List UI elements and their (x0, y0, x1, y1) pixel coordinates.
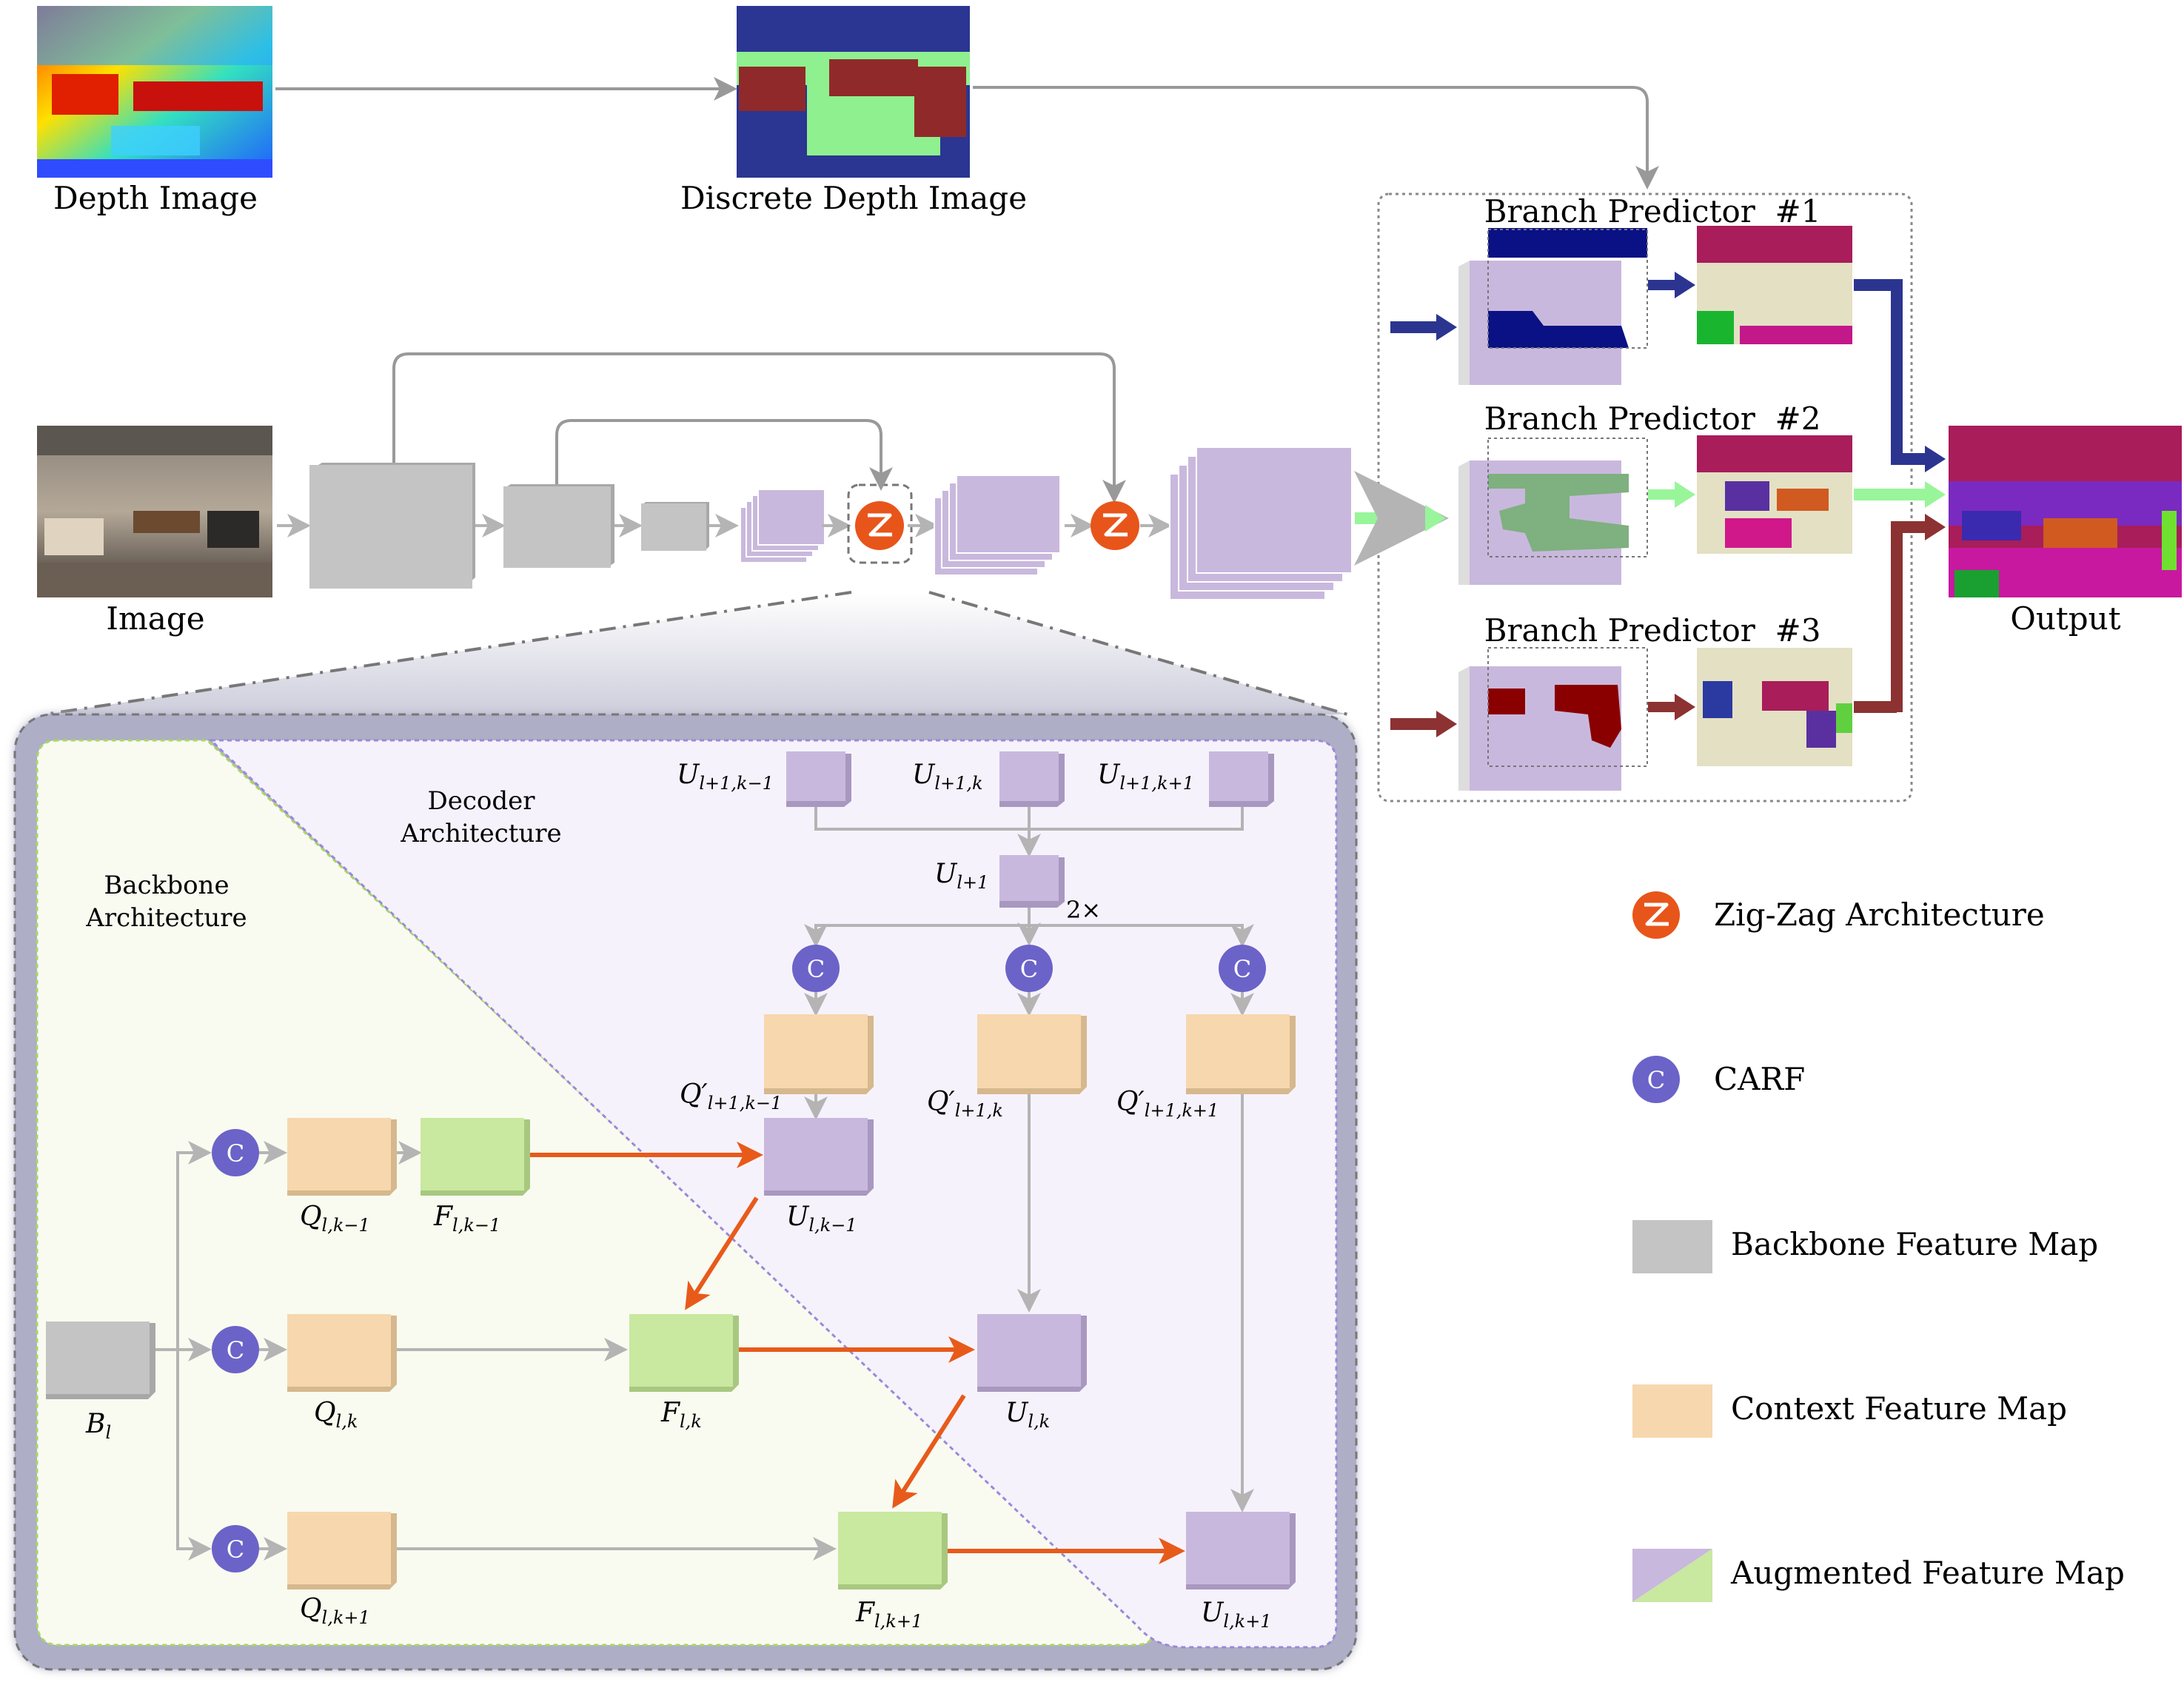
label-u-k: Ul,k (1005, 1398, 1050, 1432)
backbone-block-3 (641, 502, 709, 551)
label-b-l: Bl (85, 1409, 111, 1443)
svg-text:Decoder: Decoder (427, 786, 535, 816)
depth-image (37, 6, 272, 178)
q-k-block (287, 1314, 397, 1392)
label-u-lp1: Ul+1 (934, 859, 988, 893)
q-kp1-block (287, 1512, 397, 1589)
label-q-kp1: Ql,k+1 (300, 1594, 370, 1628)
svg-text:Architecture: Architecture (400, 819, 561, 848)
label-u-km1: Ul,k−1 (786, 1202, 857, 1236)
u-k-block (977, 1314, 1087, 1392)
branch-2 (1458, 435, 1946, 585)
svg-text:C: C (227, 1139, 244, 1168)
main-pipeline (277, 352, 1353, 600)
output-image (1949, 426, 2182, 597)
zigzag-icon (1091, 501, 1139, 550)
label-u-top-km1: Ul+1,k−1 (677, 760, 774, 794)
branch-2-label: Branch Predictor #2 (1484, 401, 1821, 437)
legend: Zig-Zag Architecture C CARF Backbone Fea… (1632, 891, 2125, 1602)
label-qp-k: Q′l+1,k (927, 1087, 1003, 1121)
u-lp1-block (999, 855, 1065, 908)
svg-text:Architecture: Architecture (85, 903, 247, 933)
u-top-k-block (999, 751, 1065, 807)
branch-3-label: Branch Predictor #3 (1484, 612, 1821, 649)
f-k-block (629, 1314, 739, 1392)
carf-icon: C (792, 945, 840, 992)
label-u-kp1: Ul,k+1 (1201, 1598, 1272, 1632)
backbone-region (36, 739, 1153, 1647)
image-label: Image (106, 600, 204, 637)
branch-1-label: Branch Predictor #1 (1484, 193, 1821, 230)
svg-text:C: C (1233, 955, 1251, 983)
label-u-top-k: Ul+1,k (912, 760, 983, 794)
qp-kp1-block (1186, 1014, 1296, 1094)
svg-text:Backbone: Backbone (104, 871, 229, 900)
svg-text:C: C (1647, 1066, 1665, 1094)
f-kp1-block (838, 1512, 948, 1589)
augmented-stack-3 (1169, 446, 1353, 600)
svg-text:C: C (807, 955, 825, 983)
augmented-stack-1 (740, 489, 825, 563)
backbone-block-1 (309, 463, 475, 589)
q-km1-block (287, 1118, 397, 1196)
qp-k-block (977, 1014, 1087, 1094)
zigzag-icon (855, 501, 904, 550)
u-top-km1-block (786, 751, 851, 807)
zigzag-flow (530, 1142, 1185, 1564)
label-qp-kp1: Q′l+1,k+1 (1116, 1087, 1219, 1121)
backbone-title: Backbone Architecture (85, 871, 247, 933)
legend-zigzag-icon (1632, 891, 1680, 939)
legend-zigzag-label: Zig-Zag Architecture (1714, 897, 2045, 933)
legend-backbone-label: Backbone Feature Map (1731, 1226, 2098, 1262)
detail-panel (13, 713, 1358, 1671)
label-f-kp1: Fl,k+1 (855, 1598, 922, 1632)
carf-icon: C (1005, 945, 1053, 992)
input-image (37, 426, 272, 597)
label-q-km1: Ql,k−1 (300, 1202, 370, 1236)
branch-1 (1458, 226, 1946, 472)
u-top-kp1-block (1209, 751, 1274, 807)
depth-image-label: Depth Image (53, 180, 258, 216)
legend-carf-label: CARF (1714, 1061, 1805, 1097)
u-kp1-block (1186, 1512, 1296, 1589)
label-f-k: Fl,k (660, 1398, 702, 1432)
carf-icon: C (212, 1326, 259, 1373)
legend-carf-icon: C (1632, 1056, 1680, 1103)
legend-purple-green-swatch (1632, 1549, 1712, 1602)
math-labels: Ul+1,k−1 Ul+1,k Ul+1,k+1 Ul+1 Q′l+1,k−1 … (85, 760, 1272, 1632)
label-q-k: Ql,k (314, 1398, 358, 1432)
label-f-km1: Fl,k−1 (433, 1202, 500, 1236)
legend-context-label: Context Feature Map (1731, 1390, 2067, 1427)
svg-text:C: C (227, 1535, 244, 1564)
svg-text:C: C (227, 1336, 244, 1364)
legend-augmented-label: Augmented Feature Map (1730, 1555, 2125, 1591)
carf-icon: C (1219, 945, 1266, 992)
b-l-block (46, 1321, 155, 1399)
augmented-stack-2 (934, 475, 1061, 576)
f-km1-block (421, 1118, 530, 1196)
discrete-depth-label: Discrete Depth Image (680, 180, 1027, 216)
legend-gray-swatch (1632, 1220, 1712, 1273)
branch-3 (1458, 514, 1946, 791)
zoom-fan (44, 592, 1347, 714)
decoder-title: Decoder Architecture (400, 786, 561, 848)
svg-text:C: C (1020, 955, 1038, 983)
u-km1-block (764, 1118, 874, 1196)
carf-icon: C (212, 1129, 259, 1176)
output-label: Output (2010, 600, 2120, 637)
decoder-top: 2× (786, 751, 1274, 948)
backbone-block-2 (503, 484, 614, 568)
label-qp-km1: Q′l+1,k−1 (680, 1079, 782, 1113)
legend-peach-swatch (1632, 1384, 1712, 1438)
carf-icon: C (212, 1525, 259, 1572)
arrow-discrete-to-branch (973, 86, 1659, 190)
upsample-label: 2× (1066, 896, 1101, 924)
qp-km1-block (764, 1014, 874, 1094)
label-u-top-kp1: Ul+1,k+1 (1097, 760, 1194, 794)
discrete-depth-image (737, 6, 970, 178)
